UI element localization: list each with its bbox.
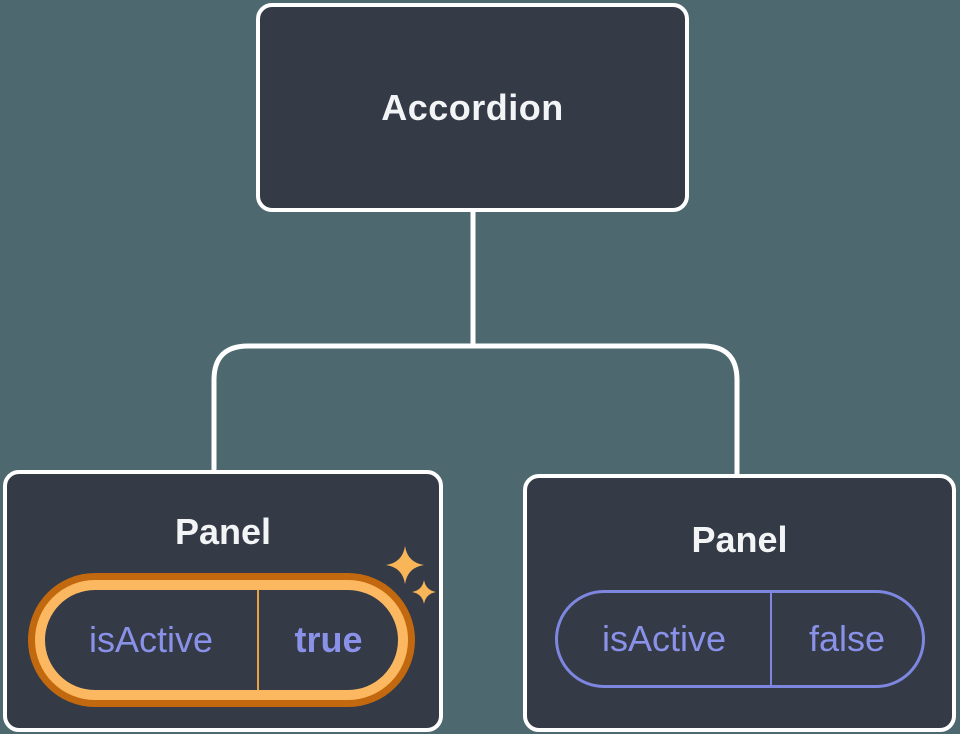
state-key-label: isActive <box>88 619 214 660</box>
state-value-label: true <box>294 619 363 660</box>
state-value-label: false <box>808 618 886 659</box>
pill-divider <box>257 590 259 690</box>
sparkle-small <box>412 580 436 604</box>
panel-node-active: Panel isActive true <box>3 470 443 732</box>
panel-node-inactive: Panel isActive false <box>523 474 956 732</box>
state-pill-active-body: isActive true <box>45 590 398 690</box>
state-pill-active-inner-ring: isActive true <box>35 580 408 700</box>
panel-label: Panel <box>174 511 272 552</box>
state-pill-inactive: isActive false <box>555 590 925 688</box>
panel-label: Panel <box>691 519 788 560</box>
state-key-label: isActive <box>601 618 727 659</box>
accordion-node-label: Accordion <box>381 86 564 128</box>
state-pill-active: isActive true <box>28 573 415 707</box>
children-bracket-line <box>211 343 740 478</box>
pill-divider <box>770 593 772 685</box>
accordion-node: Accordion <box>256 3 689 212</box>
